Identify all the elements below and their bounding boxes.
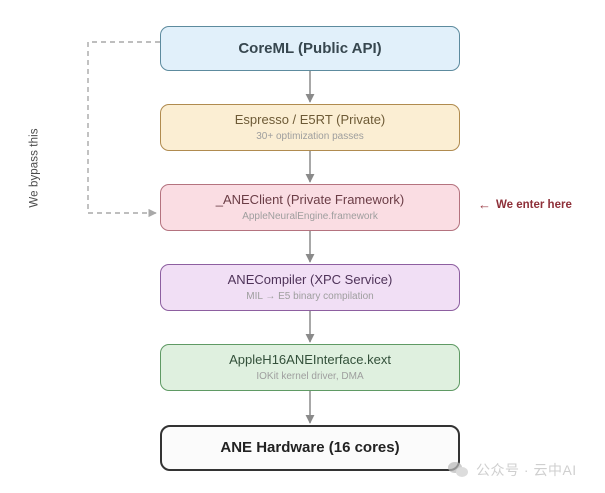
node-ane-hardware-title: ANE Hardware (16 cores) bbox=[220, 439, 400, 457]
node-aneclient-title: _ANEClient (Private Framework) bbox=[215, 192, 405, 208]
node-espresso-title: Espresso / E5RT (Private) bbox=[234, 112, 386, 128]
node-aneclient-subtitle: AppleNeuralEngine.framework bbox=[242, 210, 378, 222]
watermark-text: 公众号 · 云中AI bbox=[476, 462, 577, 478]
node-aneclient: _ANEClient (Private Framework) AppleNeur… bbox=[160, 184, 460, 231]
bypass-annotation: We bypass this bbox=[24, 108, 46, 228]
bypass-dashed-path bbox=[87, 41, 160, 218]
enter-here-annotation: ← We enter here bbox=[478, 198, 572, 211]
speech-bubble-icon bbox=[448, 461, 469, 479]
node-coreml-title: CoreML (Public API) bbox=[238, 39, 382, 57]
node-kext-subtitle: IOKit kernel driver, DMA bbox=[256, 370, 364, 382]
node-ane-hardware: ANE Hardware (16 cores) bbox=[160, 425, 460, 471]
node-espresso-subtitle: 30+ optimization passes bbox=[256, 130, 364, 142]
node-coreml: CoreML (Public API) bbox=[160, 26, 460, 71]
left-arrow-icon: ← bbox=[478, 197, 491, 212]
watermark: 公众号 · 云中AI bbox=[448, 460, 577, 480]
node-espresso: Espresso / E5RT (Private) 30+ optimizati… bbox=[160, 104, 460, 151]
node-anecompiler-subtitle: MIL → E5 binary compilation bbox=[246, 290, 374, 302]
enter-here-label: We enter here bbox=[496, 198, 572, 211]
node-kext: AppleH16ANEInterface.kext IOKit kernel d… bbox=[160, 344, 460, 391]
node-anecompiler-title: ANECompiler (XPC Service) bbox=[227, 272, 393, 288]
node-anecompiler: ANECompiler (XPC Service) MIL → E5 binar… bbox=[160, 264, 460, 311]
bypass-annotation-label: We bypass this bbox=[29, 128, 42, 208]
node-kext-title: AppleH16ANEInterface.kext bbox=[229, 352, 391, 368]
